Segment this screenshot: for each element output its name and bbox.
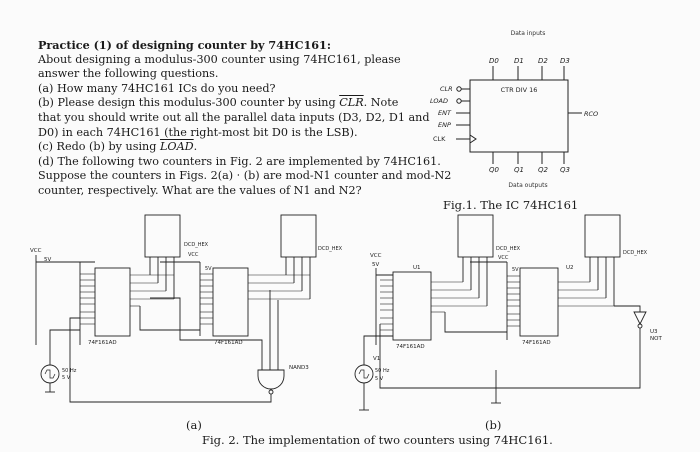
a-chip-1-name: 74F161AD xyxy=(88,340,117,346)
fig1-pin-ent: ENT xyxy=(438,109,452,117)
question-b-line-1: (b) Please design this modulus-300 count… xyxy=(38,96,410,111)
fig1-pin-load: LOAD xyxy=(430,97,448,105)
fig1-input-d1: D1 xyxy=(514,57,524,65)
fig1-input-d0: D0 xyxy=(489,57,499,65)
b-u3-label: U3 xyxy=(650,329,658,335)
question-d-line-1: (d) The following two counters in Fig. 2… xyxy=(38,154,441,168)
b-5v-label-2: 5V xyxy=(512,267,519,273)
question-d-line-3: counter, respectively. What are the valu… xyxy=(38,183,362,197)
a-vcc-label: VCC xyxy=(30,248,42,254)
b-chip-u2-name: 74F161AD xyxy=(522,340,551,346)
b-not-gate xyxy=(633,311,647,326)
question-text: Practice (1) of designing counter by 74H… xyxy=(38,38,452,199)
question-b-post: . Note xyxy=(363,96,399,110)
fig1-chip-label: CTR DIV 16 xyxy=(501,86,538,94)
a-chip-2-name: 74F161AD xyxy=(214,340,243,346)
b-5v-label: 5V xyxy=(372,262,379,268)
fig1-output-q0: Q0 xyxy=(489,166,500,174)
question-c: (c) Redo (b) by using LOAD. xyxy=(38,140,410,155)
question-c-post: . xyxy=(193,140,198,154)
b-vcc-label: VCC xyxy=(370,253,382,259)
b-hex-display-2 xyxy=(584,214,621,258)
fig2-label-a: (a) xyxy=(186,418,202,432)
fig2-label-b: (b) xyxy=(485,418,502,432)
a-hex-display-2 xyxy=(280,214,317,258)
question-d-line-2: Suppose the counters in Figs. 2(a) ‧ (b)… xyxy=(38,169,452,183)
a-vcc-label-2: VCC xyxy=(188,252,199,258)
a-chip-1 xyxy=(94,267,131,337)
fig1-output-q1: Q1 xyxy=(514,166,524,174)
fig1-rco-label: RCO xyxy=(584,110,598,118)
a-5v-label-2: 5V xyxy=(205,266,212,272)
b-chip-u2 xyxy=(519,267,559,337)
fig1-data-inputs-label: Data inputs xyxy=(511,30,546,37)
a-dcd-hex-label-1: DCD_HEX xyxy=(184,242,209,248)
load-symbol: LOAD xyxy=(159,140,194,154)
fig2-caption: Fig. 2. The implementation of two counte… xyxy=(202,433,553,447)
question-b-pre: (b) Please design this modulus-300 count… xyxy=(38,96,340,110)
b-dcd-hex-label-1: DCD_HEX xyxy=(496,246,521,252)
fig1-input-d3: D3 xyxy=(560,57,570,65)
fig1-input-d2: D2 xyxy=(538,57,548,65)
b-chip-u1 xyxy=(392,271,432,341)
circuit-b: VCC 5V DCD_HEX VCC DCD_HEX U1 xyxy=(354,214,662,411)
fig1-pin-enp: ENP xyxy=(438,121,451,129)
b-not-label: NOT xyxy=(650,336,662,342)
question-title: Practice (1) of designing counter by 74H… xyxy=(38,38,331,52)
question-b-line-3: D0) in each 74HC161 (the right-most bit … xyxy=(38,125,358,139)
question-b-line-2: that you should write out all the parall… xyxy=(38,110,430,124)
a-hex-display-1 xyxy=(144,214,181,258)
b-clock-freq: 50 Hz xyxy=(375,368,390,374)
a-nand3-gate xyxy=(257,369,285,390)
fig1-chip-body xyxy=(469,79,569,153)
b-chip-u1-name: 74F161AD xyxy=(396,344,425,350)
a-clock-freq: 50 Hz xyxy=(62,368,77,374)
fig1-output-q2: Q2 xyxy=(538,166,549,174)
a-nand3-label: NAND3 xyxy=(289,365,309,371)
a-dcd-hex-label-2: DCD_HEX xyxy=(318,246,343,252)
b-v1-label: V1 xyxy=(373,356,380,362)
b-hex-display-1 xyxy=(457,214,494,258)
b-u2-label: U2 xyxy=(566,265,574,271)
b-dcd-hex-label-2: DCD_HEX xyxy=(623,250,648,256)
a-clock-source xyxy=(40,364,60,384)
fig1-pin-clk: CLK xyxy=(433,135,446,143)
question-intro-1: About designing a modulus-300 counter us… xyxy=(38,52,401,66)
fig1-data-outputs-label: Data outputs xyxy=(508,182,547,189)
a-clock-volt: 5 V xyxy=(62,375,71,381)
question-c-pre: (c) Redo (b) by using xyxy=(38,140,160,154)
fig1-pin-clr: CLR xyxy=(440,85,453,93)
b-u1-label: U1 xyxy=(413,265,421,271)
question-intro-2: answer the following questions. xyxy=(38,67,219,81)
question-a: (a) How many 74HC161 ICs do you need? xyxy=(38,81,276,95)
a-chip-2 xyxy=(212,267,249,337)
a-5v-label: 5V xyxy=(44,257,51,263)
clr-symbol: CLR xyxy=(339,96,364,110)
b-clock-volt: 5 V xyxy=(375,376,384,382)
circuit-a: VCC 5V DCD_HEX VCC DCD_HEX xyxy=(30,214,343,403)
b-vcc-label-2: VCC xyxy=(498,255,509,261)
fig1-output-q3: Q3 xyxy=(560,166,570,174)
b-clock-source xyxy=(354,364,374,384)
fig1-caption: Fig.1. The IC 74HC161 xyxy=(443,198,579,212)
